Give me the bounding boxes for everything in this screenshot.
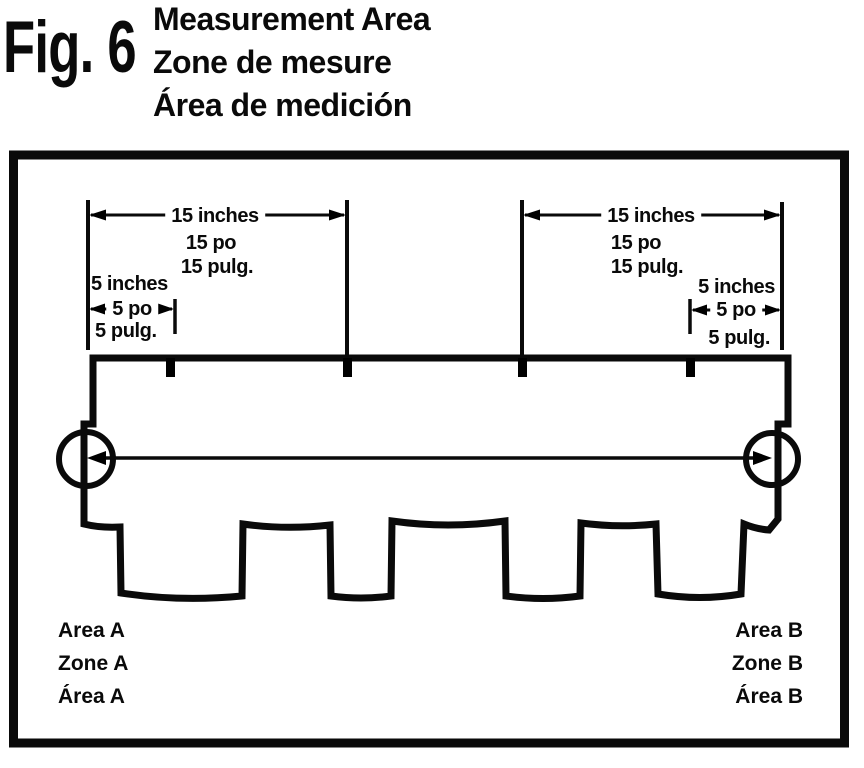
arrowhead-left-5-right [158, 303, 174, 315]
width-arrowhead-right [753, 451, 772, 465]
dim-label-left-15-po: 15 po [185, 232, 237, 254]
arrowhead-left-15-right [329, 209, 346, 221]
arrowhead-left-5-left [89, 303, 105, 315]
shingle-outline [80, 354, 792, 602]
title-line-es: Área de medición [153, 87, 412, 123]
area-b-labels: Area B Zone B Área B [732, 614, 803, 713]
arrowhead-left-15-left [89, 209, 106, 221]
title-line-en: Measurement Area [153, 1, 431, 37]
alignment-notch-1 [166, 358, 175, 377]
arrowhead-right-5-left [691, 304, 707, 316]
dim-label-right-5-po: 5 po [710, 300, 762, 320]
arrowhead-right-5-right [765, 304, 781, 316]
area-b-en: Area B [735, 619, 803, 642]
arrowhead-right-15-right [764, 209, 781, 221]
dim-label-right-15-inches: 15 inches [601, 206, 701, 226]
area-a-en: Area A [58, 619, 125, 642]
width-arrowhead-left [87, 451, 106, 465]
dim-label-left-5-inches: 5 inches [91, 273, 168, 295]
dim-label-right-5-inches: 5 inches [698, 276, 775, 298]
diagram-border [9, 150, 849, 748]
dim-label-left-5-pulg: 5 pulg. [95, 320, 157, 342]
area-a-labels: Area A Zone A Área A [58, 614, 128, 713]
area-a-fr: Zone A [58, 652, 129, 675]
area-b-fr: Zone B [731, 652, 803, 675]
alignment-notch-4 [686, 358, 695, 377]
dim-label-left-15-pulg: 15 pulg. [180, 256, 254, 278]
dim-label-right-5-pulg: 5 pulg. [708, 327, 770, 349]
dim-label-left-5-po: 5 po [106, 299, 158, 319]
alignment-notch-3 [518, 358, 527, 377]
area-b-es: Área B [735, 685, 803, 708]
title-line-fr: Zone de mesure [153, 44, 392, 80]
figure-label: Fig. 6 [3, 7, 137, 88]
alignment-notch-2 [343, 358, 352, 377]
dim-label-right-15-po: 15 po [610, 232, 662, 254]
dim-label-left-15-inches: 15 inches [165, 206, 265, 226]
figure-title: Measurement Area Zone de mesure Área de … [153, 0, 431, 127]
dim-label-right-15-pulg: 15 pulg. [610, 256, 684, 278]
area-a-es: Área A [58, 685, 125, 708]
arrowhead-right-15-left [523, 209, 540, 221]
